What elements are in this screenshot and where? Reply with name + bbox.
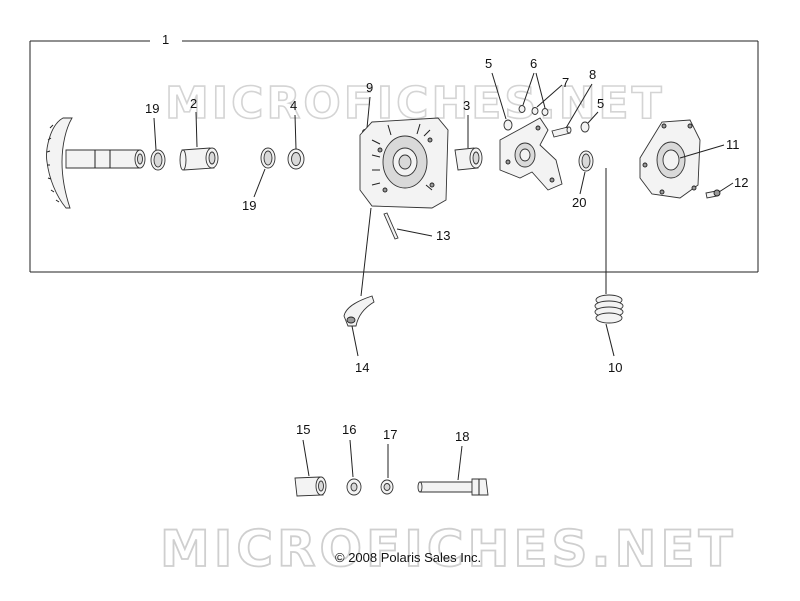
button-5-left-part — [503, 119, 513, 131]
spring-10-part — [594, 294, 624, 324]
assembly-frame — [29, 40, 759, 273]
button-5-right-part — [580, 121, 590, 133]
callout-4: 4 — [290, 98, 297, 113]
callout-14: 14 — [355, 360, 369, 375]
callout-9: 9 — [366, 80, 373, 95]
ring-19-left-part — [150, 149, 166, 171]
watermark-bottom: MICROFICHES.NET — [160, 520, 737, 578]
callout-19-top: 19 — [145, 101, 159, 116]
bushing-3-part — [454, 147, 483, 171]
bolt-18-part — [417, 478, 489, 496]
callout-10: 10 — [608, 360, 622, 375]
washer-16-part — [346, 478, 362, 496]
spider-hub-part — [499, 117, 563, 191]
clutch-housing-part — [359, 117, 449, 209]
pin-8-part — [551, 126, 572, 138]
callout-8: 8 — [589, 67, 596, 82]
callout-19-bottom: 19 — [242, 198, 256, 213]
ring-19-right-part — [260, 147, 276, 169]
callout-12: 12 — [734, 175, 748, 190]
callout-18: 18 — [455, 429, 469, 444]
callout-13: 13 — [436, 228, 450, 243]
callout-1: 1 — [162, 32, 169, 47]
pin-13-part — [383, 212, 399, 240]
weight-14-part — [343, 295, 375, 327]
callout-6: 6 — [530, 56, 537, 71]
sheave-with-shaft-part — [46, 117, 146, 209]
callout-5-right: 5 — [597, 96, 604, 111]
callout-20: 20 — [572, 195, 586, 210]
bushing-20-part — [578, 150, 594, 172]
washer-17-part — [380, 479, 394, 495]
callout-3: 3 — [463, 98, 470, 113]
washers-6-part — [518, 105, 549, 116]
callout-7: 7 — [562, 75, 569, 90]
callout-2: 2 — [190, 96, 197, 111]
callout-17: 17 — [383, 427, 397, 442]
bushing-15-part — [294, 476, 327, 497]
cover-11-part — [639, 119, 701, 199]
callout-15: 15 — [296, 422, 310, 437]
callout-5-left: 5 — [485, 56, 492, 71]
callout-11: 11 — [726, 137, 740, 152]
copyright-text: © 2008 Polaris Sales Inc. — [335, 550, 481, 565]
callout-16: 16 — [342, 422, 356, 437]
seal-4-part — [287, 148, 305, 170]
bushing-2-part — [179, 147, 219, 171]
screw-12-part — [705, 189, 721, 199]
